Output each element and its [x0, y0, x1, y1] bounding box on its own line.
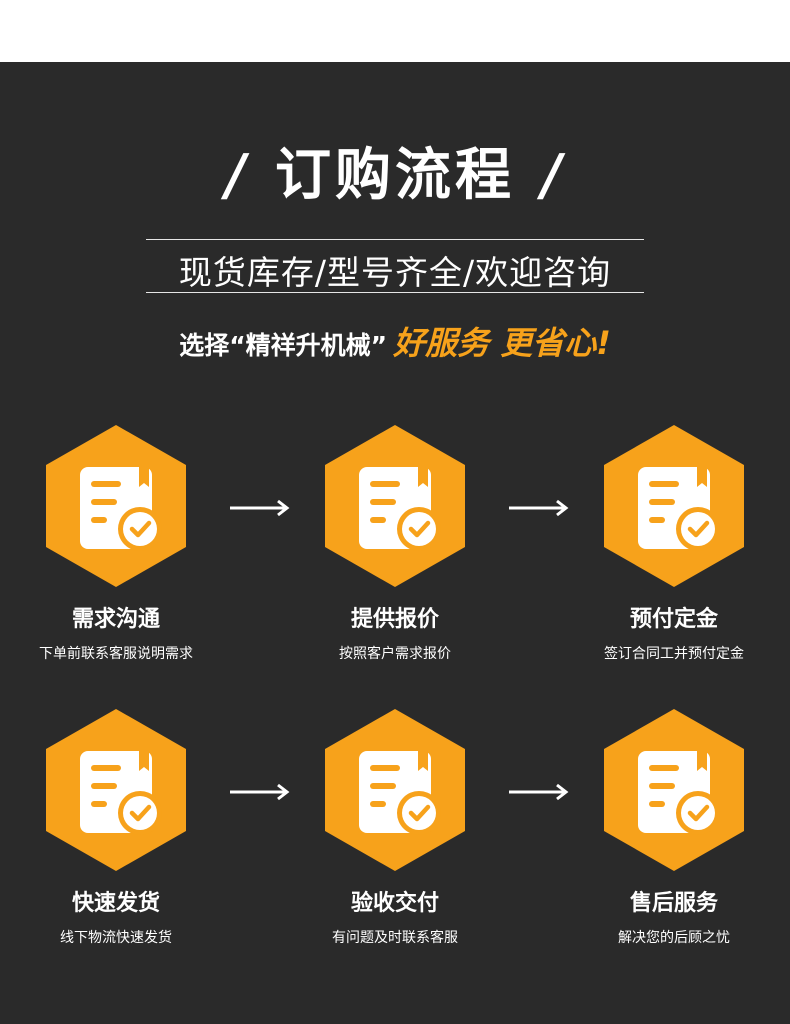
step-fast-shipping: 快速发货 线下物流快速发货 — [6, 709, 226, 947]
step-quotation: 提供报价 按照客户需求报价 — [285, 425, 505, 663]
step-description: 下单前联系客服说明需求 — [39, 646, 193, 662]
document-check-icon — [325, 709, 465, 871]
step-description: 有问题及时联系客服 — [332, 930, 458, 946]
subtitle-top-rule — [146, 239, 644, 240]
document-check-icon — [604, 425, 744, 587]
step-description: 解决您的后顾之忧 — [618, 930, 730, 946]
step-title: 需求沟通 — [71, 607, 160, 632]
document-check-icon — [46, 709, 186, 871]
arrow-right-icon — [230, 499, 290, 517]
step-title: 售后服务 — [629, 891, 718, 916]
step-title: 预付定金 — [629, 607, 718, 632]
title-slash-left: / — [218, 143, 255, 208]
step-title: 快速发货 — [71, 891, 160, 916]
step-description: 线下物流快速发货 — [60, 930, 172, 946]
arrow-right-icon — [230, 783, 290, 801]
slogan-prefix: 选择“精祥升机械” — [179, 331, 388, 360]
slogan-highlight: 好服务 更省心! — [393, 324, 611, 362]
page-title: 订购流程 — [275, 143, 515, 208]
step-deposit: 预付定金 签订合同工并预付定金 — [564, 425, 784, 663]
document-check-icon — [46, 425, 186, 587]
step-title: 提供报价 — [350, 607, 439, 632]
section-title: / 订购流程 / — [0, 130, 790, 211]
step-title: 验收交付 — [350, 891, 439, 916]
step-description: 签订合同工并预付定金 — [604, 646, 744, 662]
arrow-right-icon — [509, 499, 569, 517]
slogan: 选择“精祥升机械”好服务 更省心! — [0, 318, 790, 364]
subtitle: 现货库存/型号齐全/欢迎咨询 — [178, 253, 612, 292]
step-demand-communication: 需求沟通 下单前联系客服说明需求 — [6, 425, 226, 663]
step-acceptance-delivery: 验收交付 有问题及时联系客服 — [285, 709, 505, 947]
title-slash-right: / — [535, 143, 572, 208]
step-description: 按照客户需求报价 — [339, 646, 451, 662]
top-margin — [0, 0, 790, 62]
document-check-icon — [604, 709, 744, 871]
subtitle-bottom-rule — [146, 292, 644, 293]
document-check-icon — [325, 425, 465, 587]
step-after-sales: 售后服务 解决您的后顾之忧 — [564, 709, 784, 947]
arrow-right-icon — [509, 783, 569, 801]
